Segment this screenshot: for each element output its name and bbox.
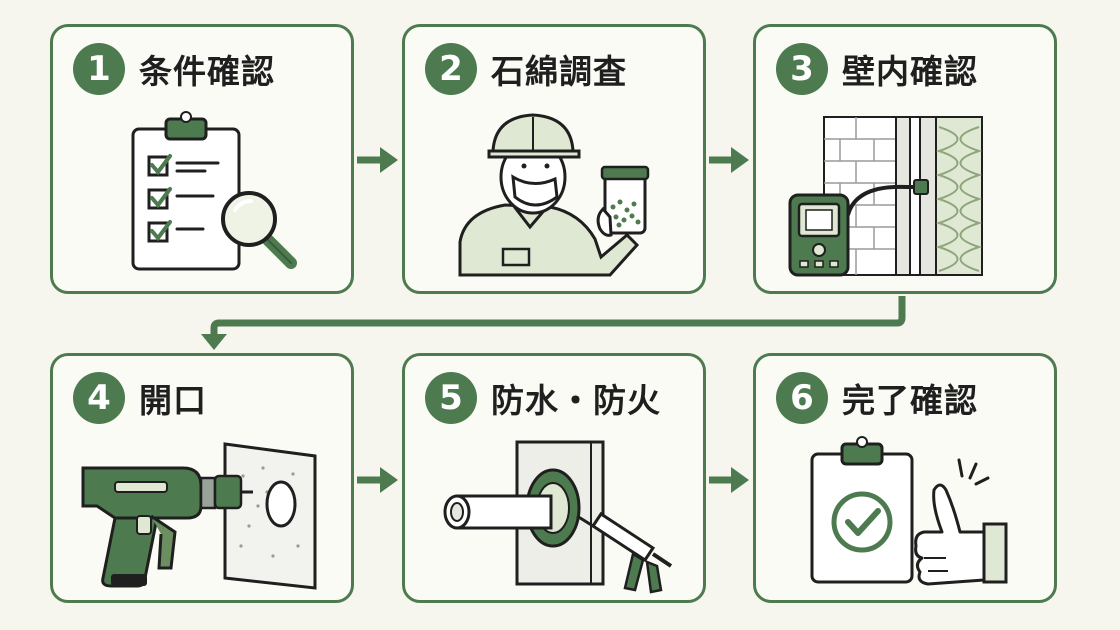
pipe-sleeve-caulking-gun-icon bbox=[443, 440, 673, 594]
step-card-4: 4 開口 bbox=[50, 353, 354, 603]
step-number-badge: 4 bbox=[73, 372, 125, 424]
arrow-3-to-4 bbox=[201, 296, 906, 350]
step-card-5: 5 防水・防火 bbox=[402, 353, 706, 603]
step-header: 1 条件確認 bbox=[73, 43, 275, 95]
arrow-2-to-3 bbox=[709, 147, 749, 173]
step-number-badge: 2 bbox=[425, 43, 477, 95]
step-card-2: 2 石綿調査 bbox=[402, 24, 706, 294]
step-number-badge: 3 bbox=[776, 43, 828, 95]
clipboard-check-thumbs-up-icon bbox=[810, 436, 1008, 586]
step-header: 4 開口 bbox=[73, 372, 207, 424]
step-title: 完了確認 bbox=[842, 381, 978, 420]
step-title: 壁内確認 bbox=[842, 52, 978, 91]
step-number-badge: 1 bbox=[73, 43, 125, 95]
step-header: 3 壁内確認 bbox=[776, 43, 978, 95]
step-title: 防水・防火 bbox=[491, 381, 661, 420]
step-number-badge: 5 bbox=[425, 372, 477, 424]
masked-worker-with-sample-jar-icon bbox=[458, 113, 650, 277]
step-header: 5 防水・防火 bbox=[425, 372, 661, 424]
step-header: 6 完了確認 bbox=[776, 372, 978, 424]
step-card-6: 6 完了確認 bbox=[753, 353, 1057, 603]
arrow-1-to-2 bbox=[357, 147, 398, 173]
clipboard-checklist-magnifier-icon bbox=[131, 111, 297, 271]
step-number-badge: 6 bbox=[776, 372, 828, 424]
step-title: 開口 bbox=[139, 381, 207, 420]
drill-hole-saw-wall-icon bbox=[81, 442, 317, 590]
step-title: 条件確認 bbox=[139, 52, 275, 91]
step-card-3: 3 壁内確認 bbox=[753, 24, 1057, 294]
inspection-camera-wall-insulation-icon bbox=[788, 116, 983, 277]
step-card-1: 1 条件確認 bbox=[50, 24, 354, 294]
step-title: 石綿調査 bbox=[491, 52, 627, 91]
arrow-5-to-6 bbox=[709, 467, 749, 493]
arrow-4-to-5 bbox=[357, 467, 398, 493]
step-header: 2 石綿調査 bbox=[425, 43, 627, 95]
